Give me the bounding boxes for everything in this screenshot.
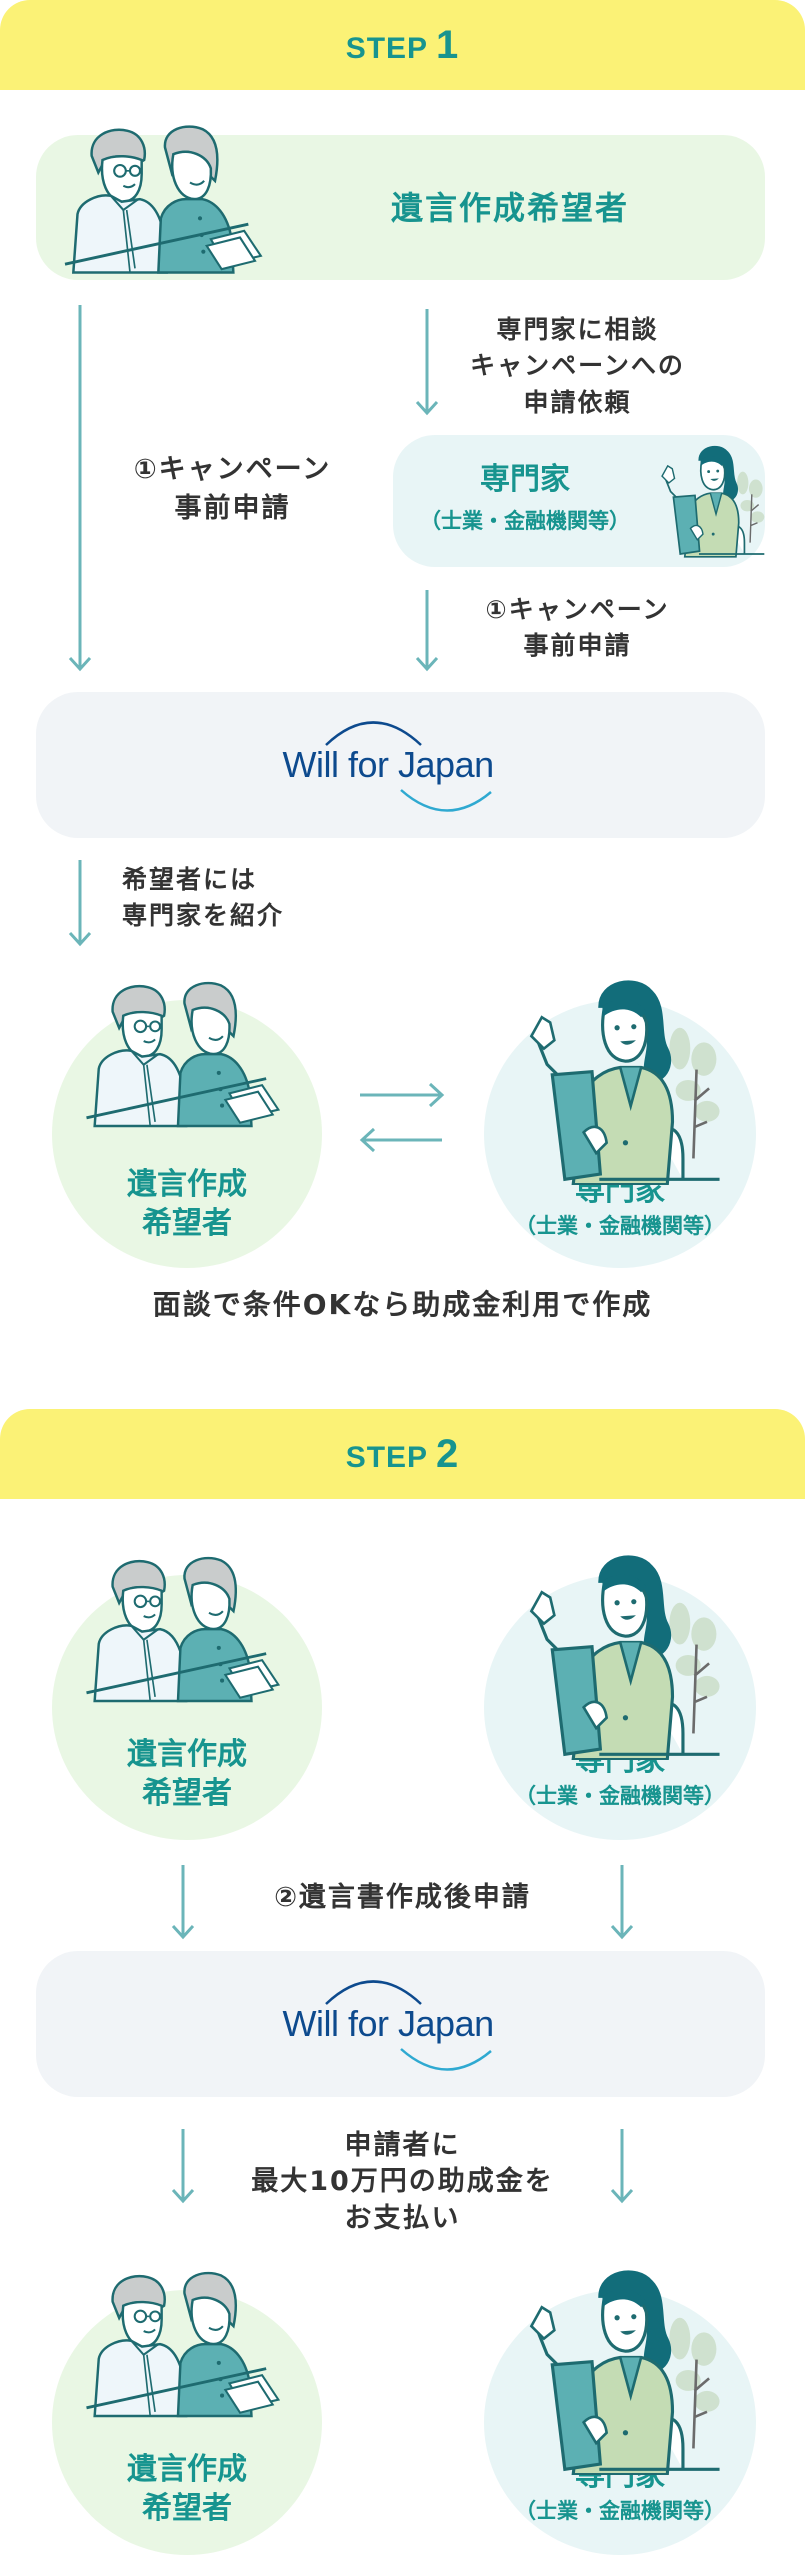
logo-word: Will — [282, 2003, 339, 2044]
subsidy-payment-text: 申請者に 最大10万円の助成金を お支払い — [200, 2128, 605, 2237]
exchange-arrows — [359, 1082, 445, 1153]
post-creation-application-text: ②遺言書作成後申請 — [274, 1882, 531, 1913]
step-label-text: STEP — [345, 31, 429, 65]
applicant-circle: 遺言作成 希望者 — [52, 1000, 322, 1268]
text-line: 最大10万円の助成金を — [251, 2166, 554, 2198]
consult-request-text: 専門家に相談 キャンペーンへの 申請依頼 — [440, 312, 715, 421]
text-line: 希望者 — [142, 1776, 232, 1811]
pre-application-text: ①キャンペーン 事前申請 — [95, 450, 370, 528]
arrow-left-icon — [359, 1127, 442, 1153]
text-line: 申請依頼 — [523, 387, 632, 417]
applicant-box-title: 遺言作成希望者 — [390, 189, 629, 227]
text-line: キャンペーンへの — [470, 351, 685, 381]
expert-pre-application-text: ①キャンペーン 事前申請 — [440, 592, 715, 665]
text-line: 事前申請 — [523, 631, 632, 661]
expert-woman-icon — [500, 975, 730, 1185]
text-line: 専門家を紹介 — [122, 901, 285, 931]
arrow-down-icon — [610, 1865, 634, 1940]
text-line: 遺言作成 — [127, 1167, 247, 1202]
text-line: お支払い — [344, 2202, 461, 2234]
text-line: 専門家に相談 — [496, 315, 659, 344]
applicant-circle: 遺言作成 希望者 — [52, 2290, 322, 2555]
text-line: 遺言作成 — [127, 2452, 247, 2487]
arrow-down-icon — [610, 2129, 634, 2204]
applicant-circle-label: 遺言作成 希望者 — [52, 1165, 322, 1243]
platform-box: Will for Japan — [36, 1951, 765, 2097]
text-line: 希望者 — [142, 1206, 232, 1241]
will-for-japan-logo: Will for Japan — [281, 1969, 521, 2079]
text-line: 申請者に — [344, 2130, 461, 2161]
arrow-down-icon — [415, 309, 439, 416]
expert-woman-icon — [500, 1550, 730, 1760]
expert-woman-icon — [645, 440, 770, 560]
logo-word: Japan — [398, 744, 494, 785]
text-line: 事前申請 — [174, 493, 291, 525]
text-line: 遺言作成 — [127, 1737, 247, 1772]
expert-circle-subtitle: （士業・金融機関等） — [515, 1214, 725, 1238]
elderly-couple-icon — [40, 110, 290, 285]
elderly-couple-icon — [62, 965, 307, 1140]
arrow-down-icon — [68, 860, 92, 947]
interview-caption: 面談で条件OKなら助成金利用で作成 — [152, 1288, 653, 1321]
text-line: 希望者には — [122, 865, 258, 894]
arrow-down-icon — [171, 2129, 195, 2204]
logo-word: Japan — [398, 2003, 494, 2044]
expert-woman-icon — [500, 2265, 730, 2475]
text-line: 希望者 — [142, 2491, 232, 2526]
expert-box-title: 専門家 — [480, 462, 570, 497]
logo-text: Will for Japan — [282, 744, 495, 786]
platform-box: Will for Japan — [36, 692, 765, 838]
arrow-down-icon — [171, 1865, 195, 1940]
text-line: ①キャンペーン — [485, 595, 670, 624]
arrow-down-icon — [68, 305, 92, 672]
step-number: 2 — [436, 1431, 460, 1476]
applicant-circle-label: 遺言作成 希望者 — [52, 1735, 322, 1813]
logo-word: Will — [282, 744, 339, 785]
expert-circle-subtitle: （士業・金融機関等） — [515, 2499, 725, 2523]
logo-text: Will for Japan — [282, 2003, 495, 2045]
text-line: ①キャンペーン — [133, 454, 332, 485]
applicant-circle-label: 遺言作成 希望者 — [52, 2450, 322, 2528]
step-label-text: STEP — [345, 1440, 429, 1474]
expert-box-subtitle: （士業・金融機関等） — [420, 509, 630, 533]
arrow-right-icon — [360, 1082, 445, 1108]
applicant-circle: 遺言作成 希望者 — [52, 1575, 322, 1840]
logo-word: for — [348, 2003, 389, 2044]
will-for-japan-logo: Will for Japan — [281, 710, 521, 820]
elderly-couple-icon — [62, 1540, 307, 1715]
logo-word: for — [348, 744, 389, 785]
arrow-down-icon — [415, 590, 439, 672]
introduce-expert-text: 希望者には 専門家を紹介 — [122, 862, 284, 935]
elderly-couple-icon — [62, 2255, 307, 2430]
step-number: 1 — [436, 22, 460, 67]
expert-circle-subtitle: （士業・金融機関等） — [515, 1784, 725, 1808]
